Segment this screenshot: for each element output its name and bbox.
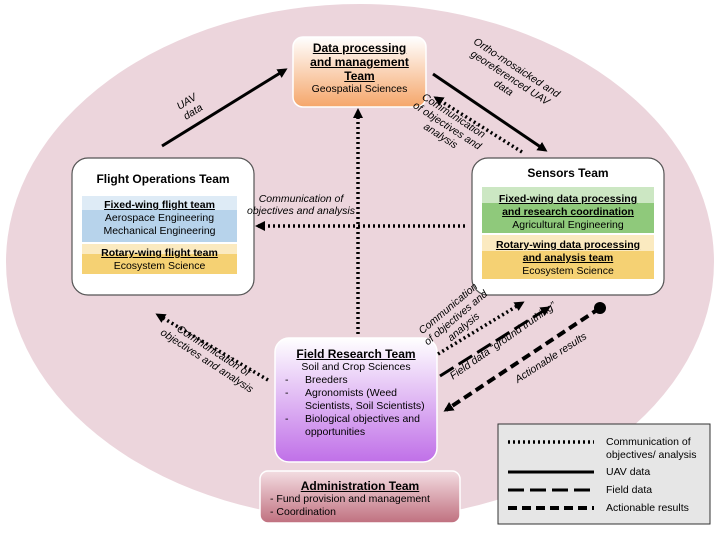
data-team-title-3: Team [344, 69, 375, 83]
fixed-wing-flight-title: Fixed-wing flight team [104, 199, 215, 211]
sensors-fixed-dept: Agricultural Engineering [512, 219, 624, 231]
edge-ortho-to-sensors [432, 72, 548, 152]
admin-team-box [259, 470, 461, 524]
rotary-wing-flight-dept: Ecosystem Science [113, 260, 206, 272]
label-comm-center: Communication of objectives and analysis [236, 193, 366, 217]
legend-label: Actionable results [606, 502, 689, 514]
legend-item-communication: Communication of objectives/ analysis [506, 436, 706, 462]
sensors-team-title: Sensors Team [472, 166, 664, 180]
legend-label: UAV data [606, 466, 651, 478]
sensors-fixed-title-1: Fixed-wing data processing [498, 193, 638, 205]
field-team-roles: Breeders Agronomists (Weed Scientists, S… [275, 374, 437, 439]
rotary-wing-flight-title: Rotary-wing flight team [101, 247, 218, 259]
fixed-wing-flight-team: Fixed-wing flight team Aerospace Enginee… [82, 199, 237, 238]
edge-field-comm-to-flight [155, 313, 269, 382]
sensors-team-title-text: Sensors Team [527, 166, 609, 180]
legend: Communication of objectives/ analysis UA… [498, 424, 710, 524]
rotary-wing-band-top [82, 244, 237, 254]
edge-uav-to-data [161, 68, 288, 148]
sensors-rotary-title-2: and analysis team [522, 252, 614, 264]
flight-team-title: Flight Operations Team [72, 172, 254, 186]
role-item: Agronomists (Weed Scientists, Soil Scien… [275, 387, 437, 413]
label-comm-center-line-1: Communication of [258, 193, 344, 205]
sensors-fixed-title-2: and research coordination [502, 206, 634, 218]
legend-label: Field data [606, 484, 653, 496]
edge-sensors-comm-to-data [433, 96, 523, 154]
field-team: Field Research Team Soil and Crop Scienc… [275, 347, 437, 439]
edge-field-comm-to-sensors [437, 301, 525, 356]
data-team-dept: Geospatial Sciences [311, 83, 408, 95]
data-team-box [292, 36, 427, 108]
admin-team: Administration Team - Fund provision and… [260, 479, 460, 519]
rotary-wing-flight-team: Rotary-wing flight team Ecosystem Scienc… [82, 247, 237, 273]
legend-item-uav: UAV data [506, 466, 650, 479]
data-team-title-1: Data processing [312, 41, 407, 55]
edge-actionable-to-field [443, 306, 602, 412]
role-item: Breeders [275, 374, 437, 387]
fixed-wing-band-top [82, 196, 237, 210]
legend-item-field: Field data [506, 484, 652, 497]
legend-dotted-line [506, 436, 596, 448]
field-team-title: Field Research Team [296, 347, 416, 361]
admin-item: - Coordination [270, 506, 336, 518]
data-team-title-2: and management [310, 55, 409, 69]
admin-team-title: Administration Team [300, 479, 420, 493]
fixed-wing-flight-dept-2: Mechanical Engineering [103, 225, 216, 237]
admin-item: - Fund provision and management [270, 493, 430, 505]
sensors-fixed-band-top [482, 187, 654, 203]
label-comm-center-line-2: objectives and analysis [247, 205, 355, 217]
sensors-rotary-wing: Rotary-wing data processing and analysis… [482, 239, 654, 278]
legend-short-dashed-line [506, 502, 596, 514]
legend-label: Communication of objectives/ analysis [606, 436, 697, 461]
data-team: Data processing and management Team Geos… [293, 41, 426, 96]
field-team-dept: Soil and Crop Sciences [301, 361, 411, 373]
role-item: Biological objectives and opportunities [275, 413, 437, 439]
sensors-fixed-wing: Fixed-wing data processing and research … [482, 193, 654, 232]
sensors-rotary-title-1: Rotary-wing data processing [495, 239, 641, 251]
actionable-origin-dot [594, 302, 606, 314]
legend-solid-line [506, 466, 596, 478]
sensors-rotary-band-top [482, 235, 654, 251]
fixed-wing-flight-dept-1: Aerospace Engineering [104, 212, 215, 224]
sensors-rotary-dept: Ecosystem Science [522, 265, 614, 277]
legend-item-actionable: Actionable results [506, 502, 689, 515]
legend-dashed-line [506, 484, 596, 496]
flight-team-title-text: Flight Operations Team [96, 172, 230, 186]
